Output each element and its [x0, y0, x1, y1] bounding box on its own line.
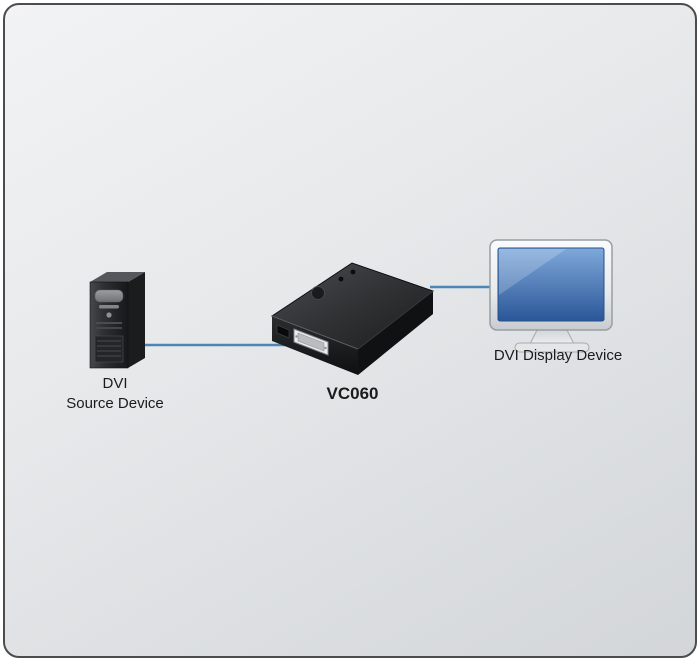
- monitor-base: [514, 342, 590, 353]
- tower-grille: [94, 335, 124, 363]
- connections: [144, 285, 492, 347]
- monitor-screen: [497, 247, 605, 322]
- label-source-device: DVI Source Device: [30, 374, 200, 415]
- label-source-line2: Source Device: [66, 395, 164, 413]
- label-source-line1: DVI: [102, 375, 128, 392]
- converter-led: [350, 269, 356, 275]
- label-converter-device: VC060: [326, 384, 379, 403]
- converter-led: [338, 276, 344, 282]
- source-device-icon: [89, 272, 145, 369]
- converter-device-icon: [270, 262, 435, 375]
- tower-power-button: [106, 312, 112, 318]
- label-display-device: DVI Display Device: [493, 347, 623, 364]
- tower-optical-drive: [94, 289, 124, 303]
- display-device-icon: [489, 239, 613, 353]
- converter-power-port: [276, 324, 290, 339]
- converter-top-button: [311, 286, 325, 300]
